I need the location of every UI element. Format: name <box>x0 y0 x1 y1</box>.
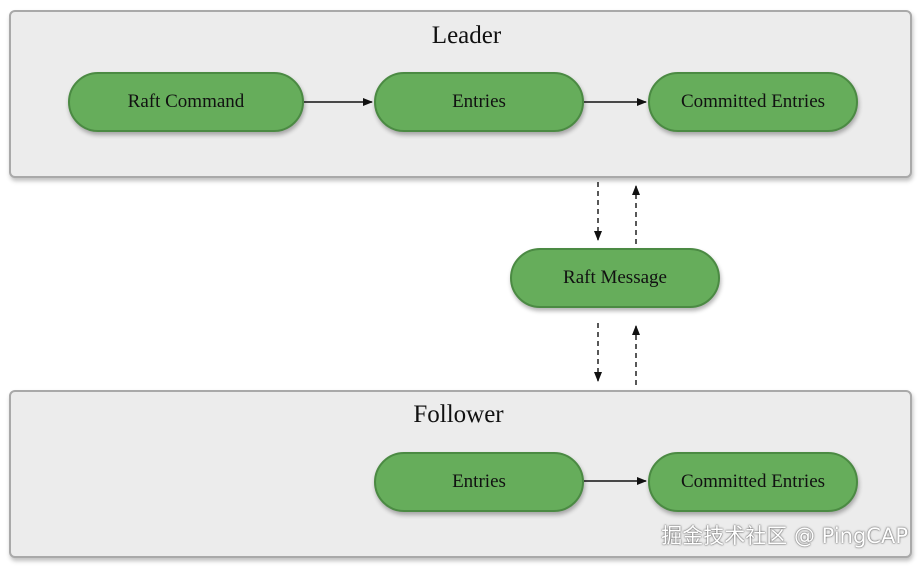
follower-committed-entries-node: Committed Entries <box>648 452 858 512</box>
follower-entries-node: Entries <box>374 452 584 512</box>
leader-committed-entries-node: Committed Entries <box>648 72 858 132</box>
leader-title: Leader <box>431 22 502 49</box>
watermark-text: 掘金技术社区 @ PingCAP <box>661 524 908 548</box>
leader-entries-node: Entries <box>374 72 584 132</box>
follower-title: Follower <box>413 401 504 428</box>
raft-message-node: Raft Message <box>510 248 720 308</box>
raft-command-node: Raft Command <box>68 72 304 132</box>
